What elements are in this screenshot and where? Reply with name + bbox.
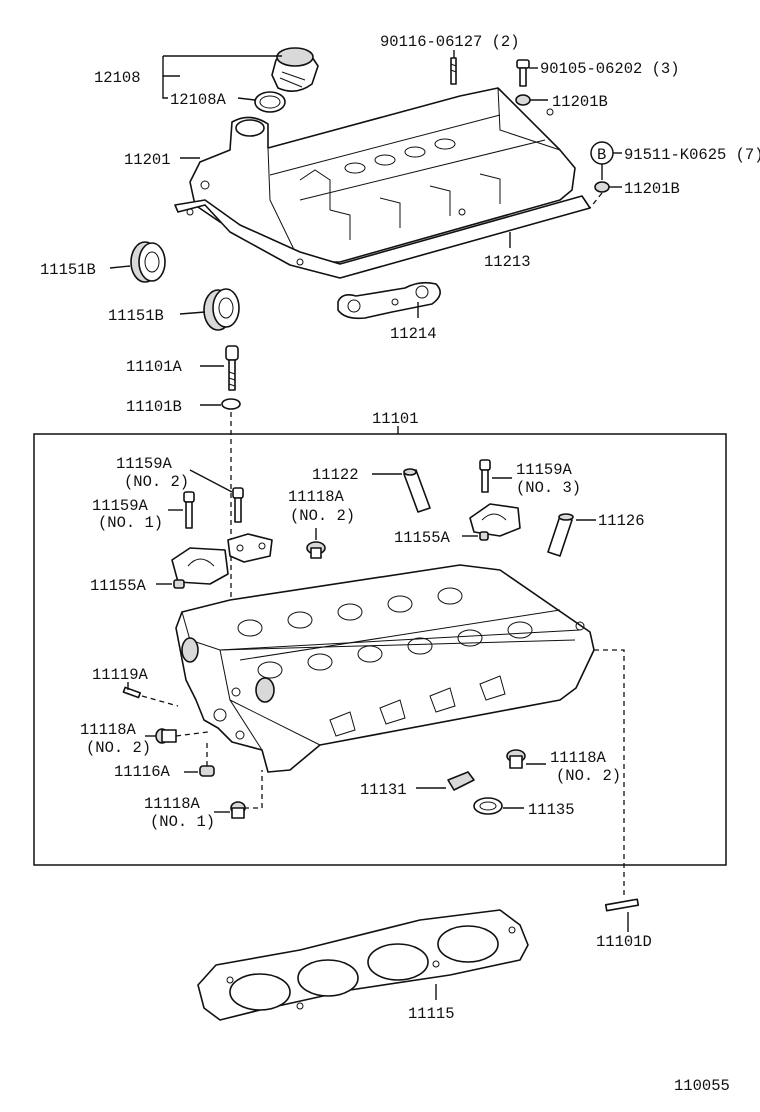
bearing-cap-right: [469, 503, 521, 537]
bearing-cap-center: [227, 533, 273, 563]
b-marker: B: [597, 146, 606, 164]
label-11126: 11126: [598, 512, 645, 530]
label-11201b-top: 11201B: [552, 93, 608, 111]
seal-11131: [447, 771, 475, 791]
bolt-11159a-no2: [232, 487, 244, 523]
label-11118a-top-sub: (NO. 2): [290, 507, 355, 525]
head-cover-gasket: [174, 195, 591, 279]
guide-11126: [547, 513, 574, 557]
dowel-11116a: [199, 765, 215, 777]
label-11116a: 11116A: [114, 763, 171, 781]
plug-11118a-top: [306, 541, 326, 559]
label-11213: 11213: [484, 253, 531, 271]
label-11118a-left: 11118A: [80, 721, 137, 739]
label-11159a-no1: 11159A: [92, 497, 149, 515]
grommet-11201b-top: [515, 94, 531, 106]
bolt-11159a-no1: [183, 491, 195, 529]
label-11151b-upper: 11151B: [40, 261, 96, 279]
label-11101b: 11101B: [126, 398, 182, 416]
diagram-number: 110055: [674, 1077, 730, 1095]
head-bolt: [225, 345, 239, 391]
label-11101: 11101: [372, 410, 419, 428]
label-11159a-no1-sub: (NO. 1): [98, 514, 163, 532]
label-11118a-right: 11118A: [550, 749, 607, 767]
bearing-cap-left: [171, 547, 229, 585]
label-11214: 11214: [390, 325, 437, 343]
bolt-11159a-no3: [479, 459, 491, 493]
label-11201b-mid: 11201B: [624, 180, 680, 198]
label-91511: 91511-K0625 (7): [624, 146, 760, 164]
oil-seal-upper: [130, 241, 166, 283]
label-11159a-no3: 11159A: [516, 461, 573, 479]
cylinder-head: [175, 564, 595, 773]
label-90116: 90116-06127 (2): [380, 33, 520, 51]
label-11155a-left: 11155A: [90, 577, 147, 595]
label-12108a: 12108A: [170, 91, 227, 109]
stud-90116: [450, 57, 457, 85]
grommet-11201b-mid: [594, 181, 610, 193]
label-90105: 90105-06202 (3): [540, 60, 680, 78]
label-11122: 11122: [312, 466, 359, 484]
plug-11118a-bottom: [230, 801, 246, 819]
oil-seal-lower: [203, 288, 240, 331]
oil-filler-cap: [271, 47, 319, 92]
stud-11101d: [604, 898, 640, 912]
head-gasket: [197, 909, 529, 1021]
plug-11118a-right: [506, 749, 526, 769]
label-11118a-bottom: 11118A: [144, 795, 201, 813]
seal-11135: [473, 797, 503, 815]
head-bolt-washer: [221, 398, 241, 410]
label-11118a-top: 11118A: [288, 488, 345, 506]
label-11135: 11135: [528, 801, 575, 819]
label-12108: 12108: [94, 69, 141, 87]
label-11201: 11201: [124, 151, 171, 169]
plug-11118a-left: [155, 728, 177, 744]
spark-plug-tube-gasket: [337, 281, 441, 320]
label-11155a-right: 11155A: [394, 529, 451, 547]
label-11159a-no3-sub: (NO. 3): [516, 479, 581, 497]
label-11131: 11131: [360, 781, 407, 799]
bolt-90105: [516, 59, 530, 87]
assembly-frame: [33, 433, 727, 866]
dowel-11155a-right: [479, 531, 489, 541]
label-11159a-no2-sub: (NO. 2): [124, 473, 189, 491]
guide-11122: [403, 468, 431, 513]
dowel-11155a-left: [173, 579, 185, 589]
label-11151b-lower: 11151B: [108, 307, 164, 325]
label-11119a: 11119A: [92, 666, 149, 684]
label-11118a-right-sub: (NO. 2): [556, 767, 621, 785]
label-11118a-left-sub: (NO. 2): [86, 739, 151, 757]
oil-filler-cap-gasket: [254, 91, 286, 113]
label-11101a: 11101A: [126, 358, 183, 376]
label-11118a-bottom-sub: (NO. 1): [150, 813, 215, 831]
label-11159a-no2: 11159A: [116, 455, 173, 473]
label-11115: 11115: [408, 1005, 455, 1023]
pin-11119a: [122, 686, 142, 699]
label-11101d: 11101D: [596, 933, 652, 951]
